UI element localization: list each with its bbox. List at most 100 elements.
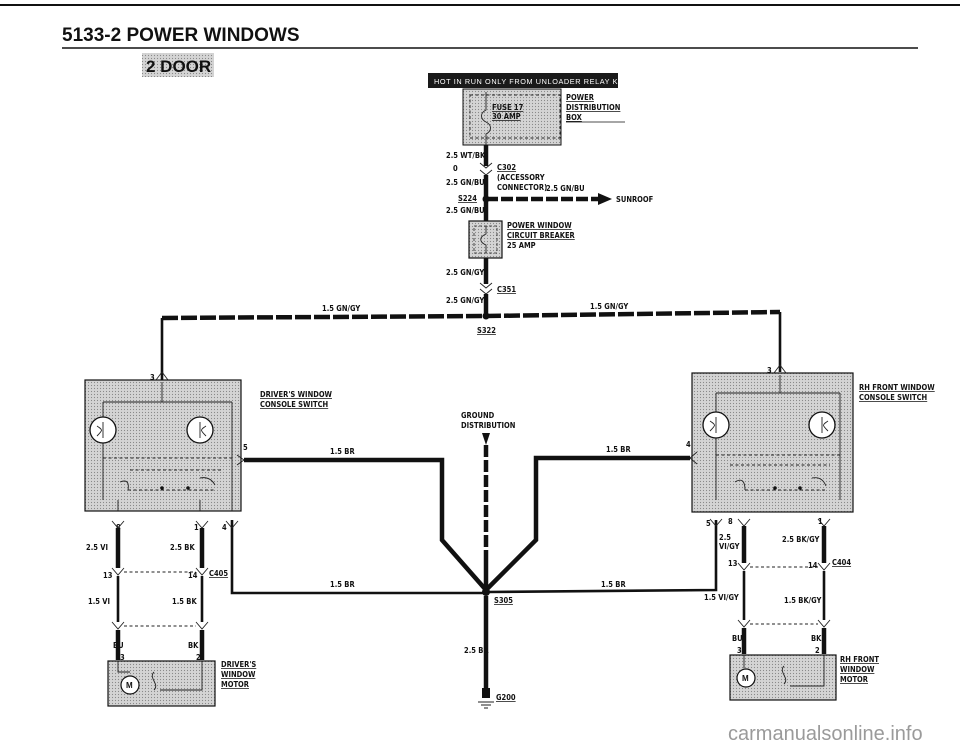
g200-label: G200 [496,693,516,702]
wire-label-15vigy: 1.5 VI/GY [704,593,739,602]
driver-motor-label-3: MOTOR [221,680,250,689]
section-label: 2 DOOR [146,57,211,76]
connector-c351 [479,282,493,295]
rh-motor-label-2: WINDOW [840,665,875,674]
rh-motor-icon [736,668,756,688]
fuse-symbol [481,92,491,150]
breaker-label-1: POWER WINDOW [507,221,572,230]
driver-motor-label-2: WINDOW [221,670,256,679]
wire-label-15bkgy: 1.5 BK/GY [784,596,822,605]
s305-label: S305 [494,596,513,605]
s224-label: S224 [458,194,477,203]
wire-label-bk-l: BK [188,641,199,650]
breaker-label-3: 25 AMP [507,241,536,250]
wire-label-26vigy: 2.5 [719,533,731,542]
fuse-label: FUSE 17 [492,103,524,112]
driver-console-switch [84,379,242,512]
connector-c405 [111,567,209,576]
wire-br-c405 [230,520,486,595]
wire-br-c404 [485,520,718,594]
wire-label-bk-r: BK [811,634,822,643]
wire-label-25vi: 2.5 VI [86,543,108,552]
watermark: carmanualsonline.info [728,723,923,745]
rh-motor-label-3: MOTOR [840,675,869,684]
driver-motor-label-1: DRIVER'S [221,660,256,669]
pin-0: 0 [453,164,458,173]
c404-label: C404 [832,558,851,567]
driver-switch-label-2: CONSOLE SWITCH [260,400,329,409]
wire-label-gngy-l: 1.5 GN/GY [322,304,360,313]
wire-label-wtbk: 2.5 WT/BK [446,151,486,160]
c302-label: C302 [497,163,516,172]
pin-r4: 4 [686,440,691,449]
wire-label-gngy-b: 2.5 GN/GY [446,296,484,305]
driver-switch-label-1: DRIVER'S WINDOW [260,390,333,399]
rh-console-switch [691,372,854,513]
wire-br-rh [484,455,690,592]
driver-motor-m: M [126,681,133,690]
breaker-label-2: CIRCUIT BREAKER [507,231,576,240]
pin-l3: 3 [150,373,155,382]
pin-l3b: 3 [120,653,125,662]
wire-label-25bk: 2.5 BK [170,543,195,552]
ground-label-2: DISTRIBUTION [461,421,516,430]
ground-symbol-icon [478,701,494,709]
driver-motor-icon [120,675,140,695]
breaker-symbol [480,226,487,253]
wire-label-br-4: 1.5 BR [601,580,626,589]
pin-l13: 13 [103,571,113,580]
rh-switch-label-2: CONSOLE SWITCH [859,393,928,402]
pin-r8: 8 [728,517,733,526]
pin-r3b: 3 [737,646,742,655]
sunroof-arrow-icon [598,193,612,205]
power-distribution-box [462,88,562,146]
pin-r13: 13 [728,559,738,568]
wire-label-26vigy2: VI/GY [719,542,740,551]
c351-label: C351 [497,285,516,294]
hot-banner-text: HOT IN RUN ONLY FROM UNLOADER RELAY K5 [434,77,623,86]
page-title: 5133-2 POWER WINDOWS [62,25,300,46]
rh-motor-m: M [742,674,749,683]
wire-label-25br: 2.5 BR [464,646,489,655]
wire-label-bu-r: BU [732,634,743,643]
wire-label-gnbu-c: 2.5 GN/BU [546,184,585,193]
pdb-label-2: DISTRIBUTION [566,103,621,112]
wire-label-15vi: 1.5 VI [88,597,110,606]
c405-label: C405 [209,569,228,578]
wire-label-br-3: 1.5 BR [330,580,355,589]
wire-label-br-1: 1.5 BR [330,447,355,456]
wire-label-gnbu-b: 2.5 GN/BU [446,206,485,215]
section-badge [142,53,214,77]
pin-r2: 2 [815,646,820,655]
pin-l4: 4 [222,523,227,532]
rh-motor-label-1: RH FRONT [840,655,879,664]
c302-desc1: (ACCESSORY [497,173,545,182]
sunroof-label: SUNROOF [616,195,654,204]
pdb-label-3: BOX [566,113,583,122]
rh-switch-contacts [734,477,827,491]
pin-l14: 14 [188,571,198,580]
hot-banner [428,73,618,88]
wire-br-driver [244,457,488,592]
wire-label-gngy-a: 2.5 GN/GY [446,268,484,277]
ground-label-1: GROUND [461,411,495,420]
pin-r3: 3 [767,366,772,375]
pin-l1: 1 [194,523,199,532]
pdb-label-1: POWER [566,93,595,102]
pin-r5: 5 [706,519,711,528]
pin-l2: 2 [196,653,201,662]
switch-contacts-left [119,477,216,491]
wire-gngy-bus [161,309,781,321]
c302-desc2: CONNECTOR) [497,183,547,192]
wire-label-gngy-r: 1.5 GN/GY [590,302,628,311]
wire-label-25bkgy: 2.5 BK/GY [782,535,820,544]
wire-label-15bk: 1.5 BK [172,597,197,606]
pin-r14: 14 [808,561,818,570]
wire-label-br-2: 1.5 BR [606,445,631,454]
splice-s305 [482,588,490,596]
fuse-amp: 30 AMP [492,112,521,121]
s322-label: S322 [477,326,496,335]
pin-l5: 5 [243,443,248,452]
rh-switch-label-1: RH FRONT WINDOW [859,383,935,392]
